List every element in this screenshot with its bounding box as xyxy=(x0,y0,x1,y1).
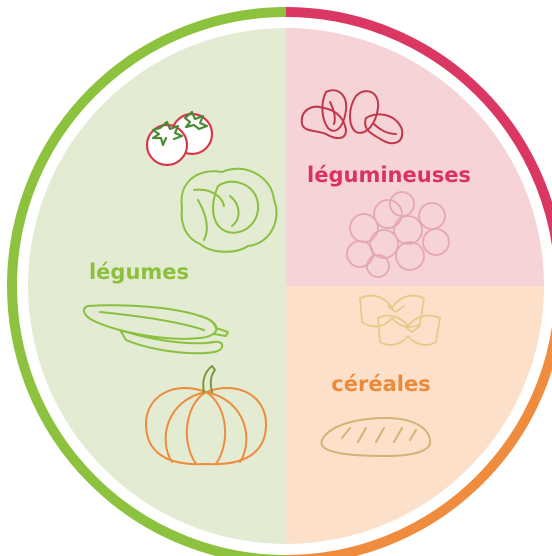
label-cereales: céréales xyxy=(331,372,430,396)
label-legumes: légumes xyxy=(89,260,189,284)
label-legumineuses: légumineuses xyxy=(307,163,471,187)
